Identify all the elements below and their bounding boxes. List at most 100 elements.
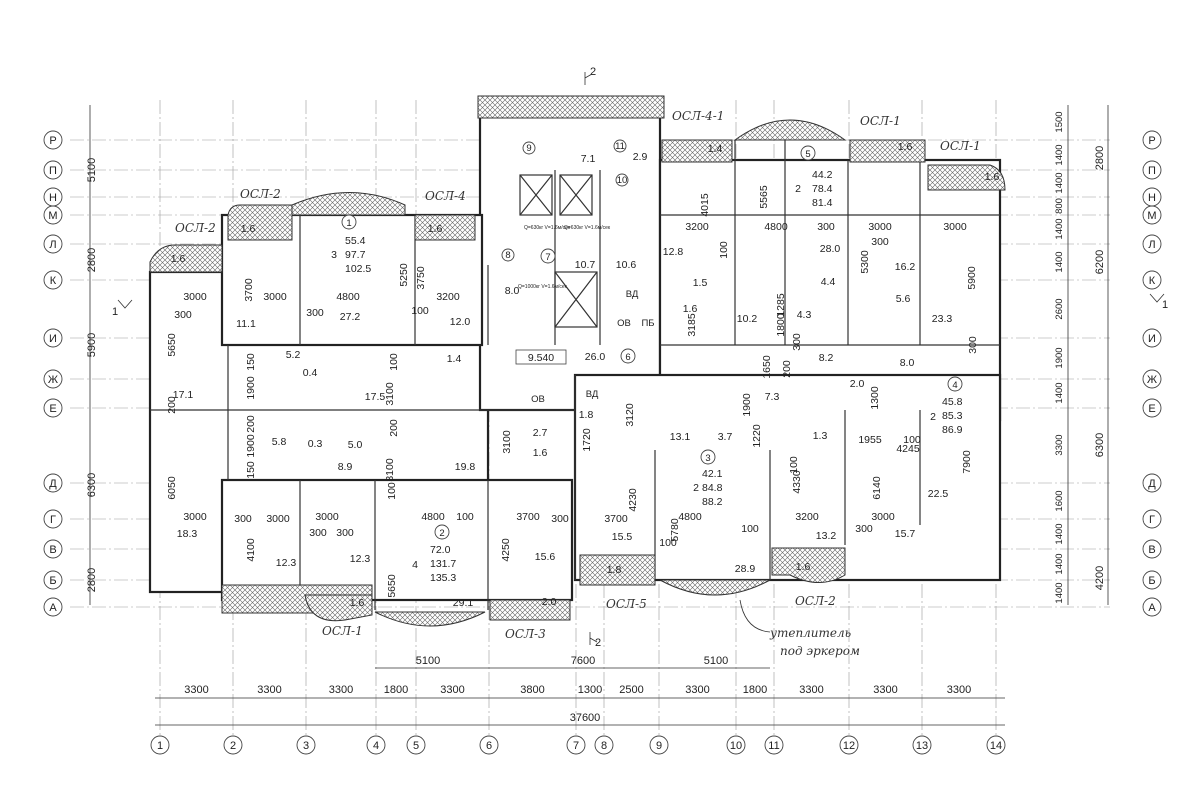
column-axis-label: 3 [303, 740, 309, 752]
bottom-dim-mid: 3300 [184, 684, 208, 696]
balcony-oscl2-bottom [771, 547, 846, 583]
room-label: 3000 [871, 511, 895, 523]
room-label: 3700 [516, 511, 540, 523]
right-dimensions: 1500140014008001400140026001900140033001… [1054, 111, 1106, 603]
room-label: 0.3 [308, 438, 323, 450]
room-label: 16.2 [895, 261, 916, 273]
row-axis-label: П [49, 165, 57, 177]
section-marks: 1 1 2 2 [112, 66, 1168, 649]
room-number: 8 [505, 250, 510, 261]
room-label: 5300 [859, 250, 871, 274]
column-axis-label: 9 [656, 740, 662, 752]
room-label: 4245 [896, 443, 920, 455]
room-label: 3700 [243, 278, 255, 302]
room-label: 1.6 [428, 223, 443, 235]
row-axis-label: М [48, 210, 57, 222]
balconies [149, 95, 1006, 627]
room-label: 300 [967, 336, 979, 354]
row-axis-label: Г [1149, 514, 1155, 526]
column-axis-label: 7 [573, 740, 579, 752]
row-axis-bubble [43, 473, 63, 493]
column-axis-bubble [726, 735, 746, 755]
row-axis-bubble [43, 270, 63, 290]
apartment-area-living: 42.1 [702, 468, 723, 480]
apartment-area-gross: 86.9 [942, 424, 963, 436]
lobby-number: 6 [625, 352, 630, 363]
apartment-rooms: 2 [930, 411, 936, 423]
room-label: 6140 [871, 476, 883, 500]
room-label: 5250 [398, 263, 410, 287]
room-label: 100 [741, 523, 759, 535]
room-label: 300 [306, 307, 324, 319]
apartment-area-total: 97.7 [345, 249, 366, 261]
row-axis-label: М [1147, 210, 1156, 222]
shaft-label: ОВ [531, 394, 545, 405]
room-label: 11.1 [236, 318, 256, 330]
room-label: 1300 [869, 386, 881, 410]
room-label: 3000 [183, 291, 207, 303]
bottom-dim-mid: 3300 [947, 684, 971, 696]
column-axis-label: 14 [990, 740, 1002, 752]
right-dim-inner: 1900 [1054, 347, 1065, 368]
row-axis-bubble [43, 369, 63, 389]
room-label: 1.6 [796, 561, 811, 573]
row-axis-bubble [43, 234, 63, 254]
balcony-oscl41 [661, 139, 733, 163]
level-mark: 9.540 [528, 352, 554, 364]
room-label: 27.2 [340, 311, 361, 323]
bottom-dim-top: 5100 [704, 655, 728, 667]
balcony-oscl1-a [849, 139, 926, 163]
room-label: 4015 [699, 193, 711, 217]
room-label: 12.3 [276, 557, 297, 569]
room-label: 3000 [263, 291, 287, 303]
room-label: 300 [336, 527, 354, 539]
bay-window-bottom-right [659, 579, 771, 596]
row-axis-label: Ж [1147, 374, 1157, 386]
column-axis-bubble [366, 735, 386, 755]
room-label: 300 [309, 527, 327, 539]
bottom-dim-mid: 3300 [257, 684, 281, 696]
room-label: 5.6 [896, 293, 911, 305]
room-label: 29.1 [453, 597, 474, 609]
room-label: 3000 [183, 511, 207, 523]
bottom-dim-mid: 3300 [329, 684, 353, 696]
balcony-oscl5 [579, 554, 656, 586]
room-label: 3185 [686, 313, 698, 337]
column-axis-label: 4 [373, 740, 379, 752]
row-axis-label: Н [49, 192, 57, 204]
lift-hall-number: 7 [545, 252, 550, 263]
room-label: 100 [388, 353, 400, 371]
column-axis-bubble [479, 735, 499, 755]
room-label: 1.6 [898, 141, 913, 153]
apartment-area-living: 72.0 [430, 544, 451, 556]
shaft-label: ВД [586, 389, 599, 400]
column-axis-label: 12 [843, 740, 855, 752]
row-axis-label: В [49, 544, 56, 556]
column-axis-bubble [566, 735, 586, 755]
section-mark: 2 [595, 637, 601, 649]
room-label: 1.3 [813, 430, 828, 442]
room-label: 1900 [741, 393, 753, 417]
column-axis-label: 13 [916, 740, 928, 752]
room-label: 3120 [624, 403, 636, 427]
trash-room-area: 7.1 [581, 153, 596, 165]
row-axis-label: К [50, 275, 57, 287]
room-label: 3100 [384, 382, 396, 406]
room-label: 4800 [421, 511, 445, 523]
room-label: 3000 [266, 513, 290, 525]
row-axis-label: Р [1148, 135, 1155, 147]
room-label: 1720 [581, 428, 593, 452]
bay-window-top-left [291, 192, 406, 216]
room-label: 4100 [245, 538, 257, 562]
note-line-1: утеплитель [769, 626, 851, 640]
left-dim: 5900 [86, 333, 98, 357]
room-label: 300 [551, 513, 569, 525]
bottom-dim-mid: 3800 [520, 684, 544, 696]
lift-hall-area: 10.7 [575, 259, 596, 271]
row-axis-bubble [43, 398, 63, 418]
shaft-label: ПБ [641, 318, 654, 329]
apartment-area-gross: 81.4 [812, 197, 833, 209]
balcony-label: ОСЛ-1 [860, 114, 901, 128]
row-axis-bubble [1142, 270, 1162, 290]
